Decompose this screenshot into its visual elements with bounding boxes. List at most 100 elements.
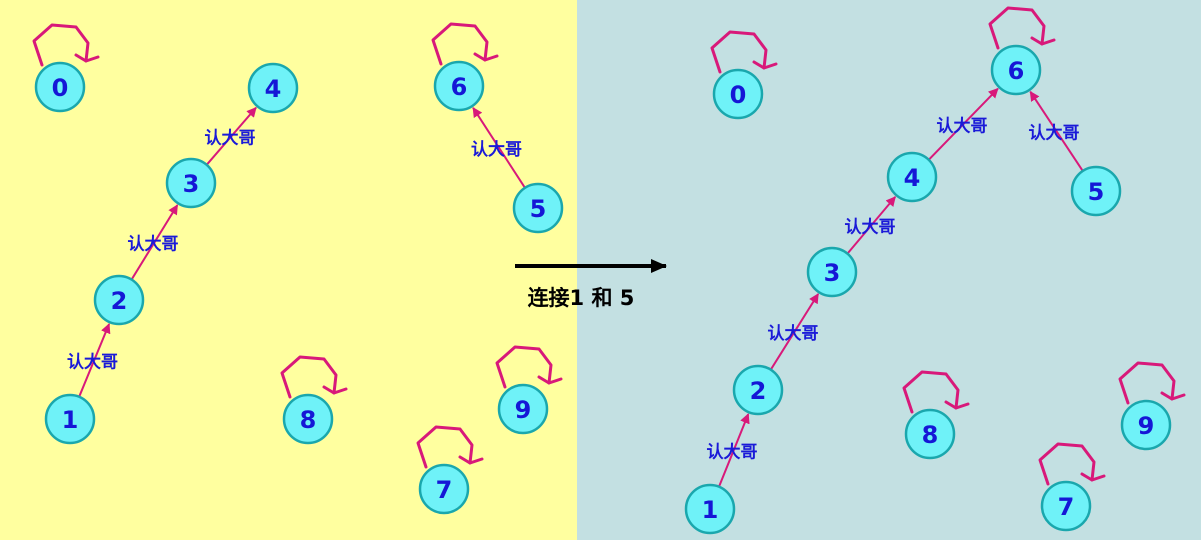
self-loop-arrowhead-9 — [1160, 391, 1186, 401]
self-loop-9 — [495, 345, 553, 389]
after-panel — [577, 0, 1201, 540]
edge-5-to-6 — [1029, 90, 1084, 172]
node-circle-8 — [904, 408, 956, 460]
self-loop-arrowhead-6 — [1030, 36, 1056, 46]
self-loop-arrowhead-8 — [322, 385, 348, 395]
self-loop-0 — [710, 30, 768, 74]
node-label-2: 2 — [111, 287, 128, 315]
node-8: 8 — [904, 408, 956, 460]
node-6: 6 — [990, 44, 1042, 96]
node-6: 6 — [433, 60, 485, 112]
edge-label-5-to-6: 认大哥 — [471, 139, 522, 160]
node-7: 7 — [1040, 480, 1092, 532]
node-1: 1 — [684, 483, 736, 535]
self-loop-arrowhead-7 — [1080, 472, 1106, 482]
edge-1-to-2 — [78, 323, 111, 398]
node-4: 4 — [247, 62, 299, 114]
node-label-3: 3 — [183, 170, 200, 198]
node-label-8: 8 — [922, 421, 939, 449]
edge-2-to-3 — [769, 293, 820, 371]
node-circle-2 — [732, 364, 784, 416]
edge-label-3-to-4: 认大哥 — [845, 217, 896, 238]
node-circle-5 — [1070, 165, 1122, 217]
node-label-6: 6 — [1008, 57, 1025, 85]
self-loop-arrowhead-0 — [74, 53, 100, 63]
node-8: 8 — [282, 393, 334, 445]
edge-label-2-to-3: 认大哥 — [128, 234, 179, 255]
self-loop-0 — [32, 23, 90, 67]
node-circle-3 — [806, 246, 858, 298]
self-loop-7 — [1038, 442, 1096, 486]
node-circle-0 — [712, 68, 764, 120]
self-loop-arrowhead-7 — [458, 455, 484, 465]
self-loop-9 — [1118, 361, 1176, 405]
transition-arrow: 连接1 和 5 — [515, 259, 667, 310]
node-2: 2 — [93, 274, 145, 326]
node-5: 5 — [1070, 165, 1122, 217]
self-loop-8 — [280, 355, 338, 399]
node-circle-0 — [34, 61, 86, 113]
edge-1-to-2 — [718, 413, 750, 488]
node-label-2: 2 — [750, 377, 767, 405]
edge-4-to-6 — [928, 87, 999, 161]
self-loop-7 — [416, 425, 474, 469]
node-label-9: 9 — [515, 396, 532, 424]
node-label-7: 7 — [436, 476, 453, 504]
node-circle-2 — [93, 274, 145, 326]
node-label-3: 3 — [824, 259, 841, 287]
node-label-6: 6 — [451, 73, 468, 101]
self-loop-arrowhead-9 — [537, 375, 563, 385]
node-label-5: 5 — [530, 195, 547, 223]
node-7: 7 — [418, 463, 470, 515]
node-label-0: 0 — [52, 74, 69, 102]
self-loop-arrowhead-6 — [473, 52, 499, 62]
node-label-5: 5 — [1088, 178, 1105, 206]
edge-2-to-3 — [130, 204, 179, 281]
node-2: 2 — [732, 364, 784, 416]
self-loop-6 — [431, 22, 489, 66]
node-label-1: 1 — [702, 496, 719, 524]
node-4: 4 — [886, 151, 938, 203]
node-1: 1 — [44, 393, 96, 445]
node-label-4: 4 — [265, 75, 282, 103]
edge-label-1-to-2: 认大哥 — [67, 352, 118, 373]
node-circle-1 — [684, 483, 736, 535]
self-loop-6 — [988, 6, 1046, 50]
edge-5-to-6 — [472, 106, 526, 189]
node-label-9: 9 — [1138, 412, 1155, 440]
node-circle-3 — [165, 157, 217, 209]
node-circle-1 — [44, 393, 96, 445]
node-circle-6 — [433, 60, 485, 112]
node-label-7: 7 — [1058, 493, 1075, 521]
self-loop-arrowhead-0 — [752, 60, 778, 70]
edge-3-to-4 — [205, 106, 257, 166]
node-0: 0 — [34, 61, 86, 113]
node-3: 3 — [806, 246, 858, 298]
node-label-4: 4 — [904, 164, 921, 192]
node-circle-5 — [512, 182, 564, 234]
edge-label-1-to-2: 认大哥 — [707, 442, 758, 463]
node-label-0: 0 — [730, 81, 747, 109]
node-label-8: 8 — [300, 406, 317, 434]
node-circle-7 — [1040, 480, 1092, 532]
self-loop-8 — [902, 370, 960, 414]
node-9: 9 — [497, 383, 549, 435]
transition-label: 连接1 和 5 — [528, 286, 635, 310]
node-9: 9 — [1120, 399, 1172, 451]
node-0: 0 — [712, 68, 764, 120]
node-circle-7 — [418, 463, 470, 515]
edge-label-3-to-4: 认大哥 — [205, 128, 256, 149]
node-circle-9 — [497, 383, 549, 435]
node-circle-9 — [1120, 399, 1172, 451]
node-label-1: 1 — [62, 406, 79, 434]
edge-3-to-4 — [846, 196, 897, 255]
node-circle-4 — [247, 62, 299, 114]
edge-label-4-to-6: 认大哥 — [937, 116, 988, 137]
node-circle-4 — [886, 151, 938, 203]
node-3: 3 — [165, 157, 217, 209]
self-loop-arrowhead-8 — [944, 400, 970, 410]
edge-label-5-to-6: 认大哥 — [1029, 123, 1080, 144]
node-circle-6 — [990, 44, 1042, 96]
